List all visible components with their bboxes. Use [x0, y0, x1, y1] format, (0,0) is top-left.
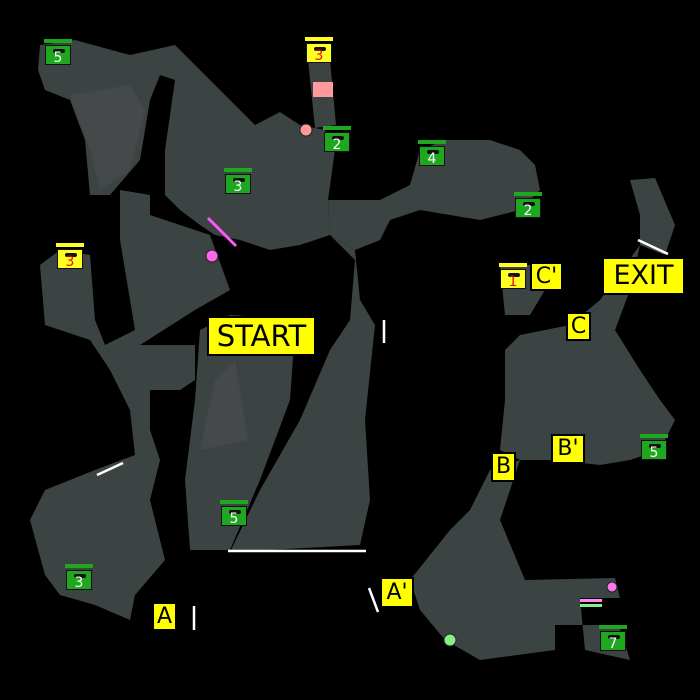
- chest-slot-icon: [523, 202, 535, 206]
- chest[interactable]: 4: [418, 140, 446, 168]
- pink-block: [313, 82, 333, 97]
- chest-slot-icon: [53, 49, 65, 53]
- waypoint-c-prime: C': [530, 262, 563, 291]
- chest[interactable]: 1: [499, 263, 527, 291]
- chest[interactable]: 2: [514, 192, 542, 220]
- waypoint-b: B: [491, 452, 516, 482]
- chest[interactable]: 3: [305, 37, 333, 65]
- chest-slot-icon: [74, 574, 86, 578]
- chest[interactable]: 5: [640, 434, 668, 462]
- chest-slot-icon: [508, 273, 520, 277]
- chest[interactable]: 5: [220, 500, 248, 528]
- waypoint-a-prime: A': [380, 577, 414, 608]
- cave-region-left: [30, 190, 230, 620]
- chest[interactable]: 2: [323, 126, 351, 154]
- chest[interactable]: 3: [56, 243, 84, 271]
- magenta-barrier: [206, 216, 238, 248]
- waypoint-b-prime: B': [551, 434, 585, 464]
- white-door: [637, 238, 669, 256]
- cave-region-bottom-right: [410, 460, 630, 660]
- cave-shading: [200, 360, 248, 450]
- waypoint-a: A: [152, 602, 177, 631]
- chest[interactable]: 3: [65, 564, 93, 592]
- exit-label: EXIT: [602, 257, 685, 295]
- chest[interactable]: 5: [44, 39, 72, 67]
- magenta-orb: [205, 249, 219, 263]
- magenta-bar: [580, 599, 602, 602]
- chest-slot-icon: [229, 510, 241, 514]
- pink-orb: [299, 123, 313, 137]
- green-orb: [443, 633, 457, 647]
- cave-region-top-left: [38, 40, 335, 250]
- magenta-orb: [606, 581, 618, 593]
- chest-slot-icon: [314, 47, 326, 51]
- green-bar: [580, 604, 602, 607]
- chest-slot-icon: [233, 178, 245, 182]
- chest-slot-icon: [65, 253, 77, 257]
- waypoint-c: C: [566, 312, 591, 341]
- chest-slot-icon: [608, 635, 620, 639]
- start-label: START: [207, 316, 316, 356]
- cave-shading: [70, 85, 145, 190]
- cave-region-center-right: [230, 235, 375, 552]
- chest[interactable]: 7: [599, 625, 627, 653]
- cave-region-center: [185, 315, 295, 550]
- chest-slot-icon: [427, 150, 439, 154]
- white-door: [96, 461, 124, 477]
- chest-slot-icon: [649, 444, 661, 448]
- white-door: [367, 587, 380, 613]
- cave-region-top-right-passage: [328, 140, 540, 250]
- chest-slot-icon: [332, 136, 344, 140]
- chest[interactable]: 3: [224, 168, 252, 196]
